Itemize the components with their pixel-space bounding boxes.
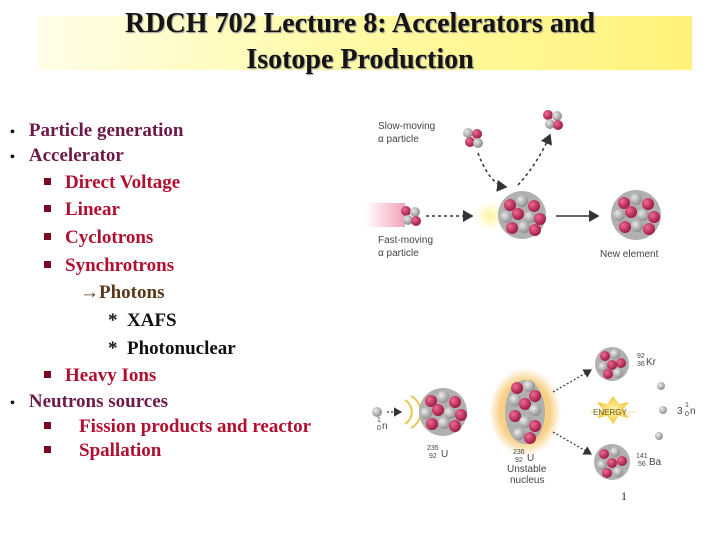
u235-symbol: 235 92 U: [427, 445, 448, 460]
square-bullet-icon: [44, 371, 51, 379]
svg-text:Ba: Ba: [649, 457, 662, 468]
svg-text:1: 1: [377, 417, 381, 424]
impact-glow: [476, 202, 504, 230]
square-bullet-icon: [44, 422, 51, 430]
ba-symbol: 141 56 Ba: [636, 453, 662, 468]
energy-burst-icon: [590, 396, 636, 424]
bullet-text: Heavy Ions: [65, 365, 157, 386]
title-line-1: RDCH 702 Lecture 8: Accelerators and: [125, 8, 595, 39]
square-bullet-icon: [44, 261, 51, 269]
square-bullet-icon: [44, 178, 51, 186]
title-band: [38, 16, 692, 70]
svg-text:236: 236: [513, 449, 525, 456]
fast-alpha-label-line2: α particle: [378, 248, 419, 259]
neutron-symbol: 1 0 n: [377, 417, 388, 432]
fast-alpha-particle: [401, 206, 421, 226]
bullet-photonuclear: * Photonuclear: [108, 338, 236, 360]
svg-text:92: 92: [637, 353, 645, 360]
asterisk-icon: *: [108, 338, 118, 359]
slow-alpha-label-line1: Slow-moving: [378, 121, 435, 132]
bullet-photons: →Photons: [80, 282, 164, 304]
emitted-alpha-particle: [543, 110, 563, 130]
bullet-text: Particle generation: [28, 120, 184, 141]
bullet-dot: •: [10, 125, 15, 140]
unstable-label-line2: nucleus: [510, 475, 544, 486]
square-bullet-icon: [44, 205, 51, 213]
uranium-235-nucleus: [419, 388, 467, 436]
svg-text:U: U: [527, 453, 534, 464]
bullet-spallation: Spallation: [44, 440, 161, 462]
incoming-path-arrow: [477, 152, 508, 192]
svg-text:3: 3: [677, 406, 683, 417]
slow-alpha-label-line2: α particle: [378, 134, 419, 145]
unstable-label-line1: Unstable: [507, 464, 547, 475]
bullet-text: Fission products and reactor: [79, 416, 312, 437]
bullet-text: Synchrotrons: [65, 255, 175, 276]
bullet-dot: •: [10, 150, 15, 165]
title-line-2: Isotope Production: [246, 44, 474, 75]
released-neutrons: [655, 382, 667, 440]
bullet-direct-voltage: Direct Voltage: [44, 172, 180, 194]
slow-alpha-particle: [463, 128, 483, 148]
svg-text:0: 0: [685, 411, 689, 418]
kr-path-arrow: [552, 369, 593, 393]
outgoing-path-arrow: [517, 133, 552, 186]
asterisk-icon: *: [108, 310, 118, 331]
alpha-bombardment-figure: Slow-moving α particle Fast-moving α par…: [365, 110, 661, 260]
wave-icon: [404, 399, 413, 425]
bullet-neutron-sources: • Neutrons sources: [10, 391, 168, 415]
bullet-heavy-ions: Heavy Ions: [44, 365, 156, 387]
released-neutrons-symbol: 3 1 0 n: [677, 402, 696, 418]
svg-text:92: 92: [515, 457, 523, 464]
page-number: 1: [621, 489, 627, 503]
ba-path-arrow: [552, 431, 593, 455]
svg-text:Kr: Kr: [646, 357, 657, 368]
svg-text:n: n: [690, 406, 696, 417]
bullet-linear: Linear: [44, 199, 120, 221]
square-bullet-icon: [44, 446, 51, 454]
svg-text:1: 1: [685, 402, 689, 409]
barium-nucleus: [594, 444, 630, 480]
motion-trail: [365, 203, 405, 227]
fast-alpha-label-line1: Fast-moving: [378, 235, 433, 246]
bullet-text: XAFS: [127, 310, 177, 331]
bullet-dot: •: [10, 396, 15, 411]
svg-text:92: 92: [429, 453, 437, 460]
bullet-text: Neutrons sources: [28, 391, 169, 412]
slide-title: RDCH 702 Lecture 8: Accelerators and Iso…: [0, 6, 720, 78]
bullet-text: Accelerator: [28, 145, 124, 166]
uranium-236-unstable-nucleus: [505, 380, 545, 444]
bullet-particle-generation: • Particle generation: [10, 120, 184, 144]
svg-text:36: 36: [637, 361, 645, 368]
bullet-text: Photons: [99, 282, 165, 303]
bullet-synchrotrons: Synchrotrons: [44, 255, 174, 277]
bullet-cyclotrons: Cyclotrons: [44, 227, 153, 249]
svg-text:U: U: [441, 449, 448, 460]
bullet-accelerator: • Accelerator: [10, 145, 124, 169]
svg-text:0: 0: [377, 425, 381, 432]
bullet-text: Cyclotrons: [65, 227, 154, 248]
bullet-fission: Fission products and reactor: [44, 416, 311, 438]
krypton-nucleus: [595, 347, 629, 381]
u236-symbol: 236 92 U: [513, 449, 534, 464]
incoming-neutron: [372, 407, 382, 417]
svg-text:141: 141: [636, 453, 648, 460]
bullet-text: Spallation: [79, 440, 162, 461]
svg-text:n: n: [382, 421, 388, 432]
bullet-text: Direct Voltage: [65, 172, 181, 193]
new-element-nucleus: [611, 190, 661, 240]
fission-figure: 1 0 n 235 92 U 236 92 U Unstable nucleus…: [372, 347, 696, 486]
arrow-right-icon: →: [80, 282, 99, 303]
svg-text:56: 56: [638, 461, 646, 468]
square-bullet-icon: [44, 233, 51, 241]
bullet-text: Photonuclear: [127, 338, 236, 359]
svg-text:235: 235: [427, 445, 439, 452]
target-nucleus: [498, 191, 546, 239]
new-element-label: New element: [600, 249, 659, 260]
kr-symbol: 92 36 Kr: [637, 353, 657, 368]
bullet-xafs: * XAFS: [108, 310, 177, 332]
bullet-text: Linear: [65, 199, 120, 220]
energy-label: ENERGY: [593, 408, 627, 417]
